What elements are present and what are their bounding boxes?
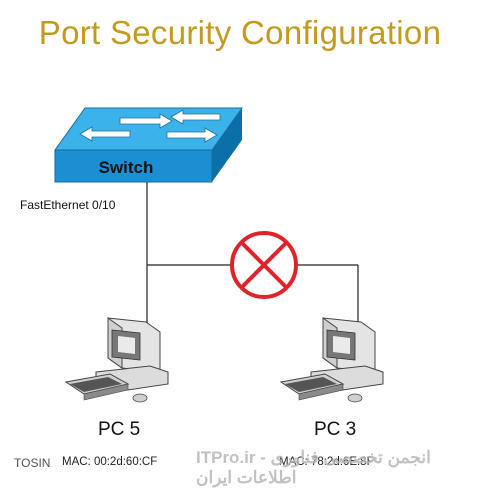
port-label: FastEthernet 0/10 [20, 198, 116, 212]
pc3-computer-icon [279, 317, 384, 403]
pc5-mac-address: MAC: 00:2d:60:CF [62, 456, 158, 468]
pc3-mac-address: MAC: 78:2d:6E:8F [279, 456, 374, 468]
pc5-label: PC 5 [98, 419, 141, 440]
switch-icon [54, 107, 243, 183]
switch-label: Switch [99, 158, 154, 177]
diagram-title: Port Security Configuration [38, 14, 442, 51]
pc3-label: PC 3 [314, 419, 357, 440]
pc5-computer-icon [64, 317, 169, 403]
watermark-right: ITPro.ir - انجمن تخصصی فناوری اطلاعات ای… [196, 448, 431, 487]
watermark-left: TOSIN [14, 456, 51, 470]
blocked-x-circle-icon [230, 231, 298, 299]
